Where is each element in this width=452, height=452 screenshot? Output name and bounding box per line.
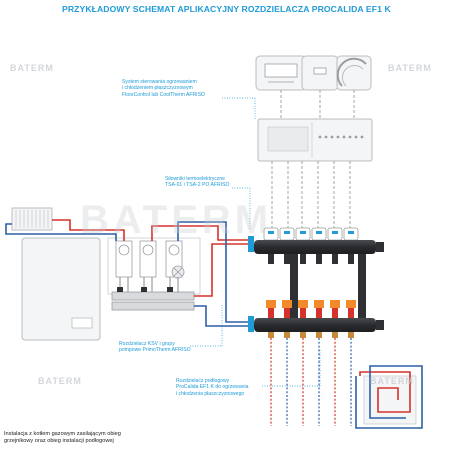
caption: Instalacja z kotłem gazowym zasilającym … <box>4 431 121 445</box>
page-title: PRZYKŁADOWY SCHEMAT APLIKACYJNY ROZDZIEL… <box>62 4 391 14</box>
label-line: Siłowniki termoelektryczne <box>165 176 226 182</box>
watermark-logo: BATERM <box>10 63 54 73</box>
label-control-system: System sterowania ogrzewaniem i chłodzen… <box>122 79 205 98</box>
control-unit <box>257 118 373 162</box>
watermark-logo: BATERM <box>370 376 414 386</box>
floor-heating-coil <box>355 365 423 429</box>
thermostat-basic <box>301 55 339 91</box>
thermostat-display <box>255 55 307 91</box>
watermark-logo: BATERM <box>80 198 273 242</box>
gas-boiler <box>21 237 101 341</box>
actuators <box>263 227 359 241</box>
floor-loop-pipes <box>270 338 352 426</box>
label-actuators: Siłowniki termoelektryczne TSA-01 i TSA-… <box>165 176 229 189</box>
return-pipes <box>5 221 250 327</box>
radiator <box>11 207 53 231</box>
signal-lines-actuators <box>271 161 351 228</box>
label-line: i chłodzenia płaszczyznowego <box>176 390 245 397</box>
label-line: System sterowania ogrzewaniem <box>122 79 197 85</box>
label-line: FloorControl lub CoolTherm AFRISO <box>122 91 205 98</box>
label-line: TSA-01 i TSA-2 PO AFRISO <box>165 182 230 189</box>
watermark-logo: BATERM <box>388 63 432 73</box>
label-line: i chłodzeniem płaszczyznowym <box>122 85 193 92</box>
caption-line: grzejnikowy oraz obieg instalacji podłog… <box>4 438 114 445</box>
procalida-manifold <box>248 236 384 338</box>
watermark-logo: BATERM <box>38 376 82 386</box>
label-line: Rozdzielacz podłogowy <box>176 378 230 384</box>
label-procalida: Rozdzielacz podłogowy ProCalida EF1 K do… <box>176 378 248 397</box>
thermostat-dial <box>336 55 372 91</box>
label-line: pompowe PrimoTherm AFRISO <box>119 347 191 354</box>
supply-pipes <box>52 219 250 297</box>
signal-lines-thermostats <box>280 90 355 118</box>
ksv-distributor <box>107 237 201 311</box>
label-line: ProCalida EF1 K do ogrzewania <box>176 384 249 391</box>
label-line: Rozdzielacz KSV i grupy <box>119 341 175 347</box>
label-ksv: Rozdzielacz KSV i grupy pompowe PrimoThe… <box>119 341 191 354</box>
caption-line: Instalacja z kotłem gazowym zasilającym … <box>4 431 121 437</box>
